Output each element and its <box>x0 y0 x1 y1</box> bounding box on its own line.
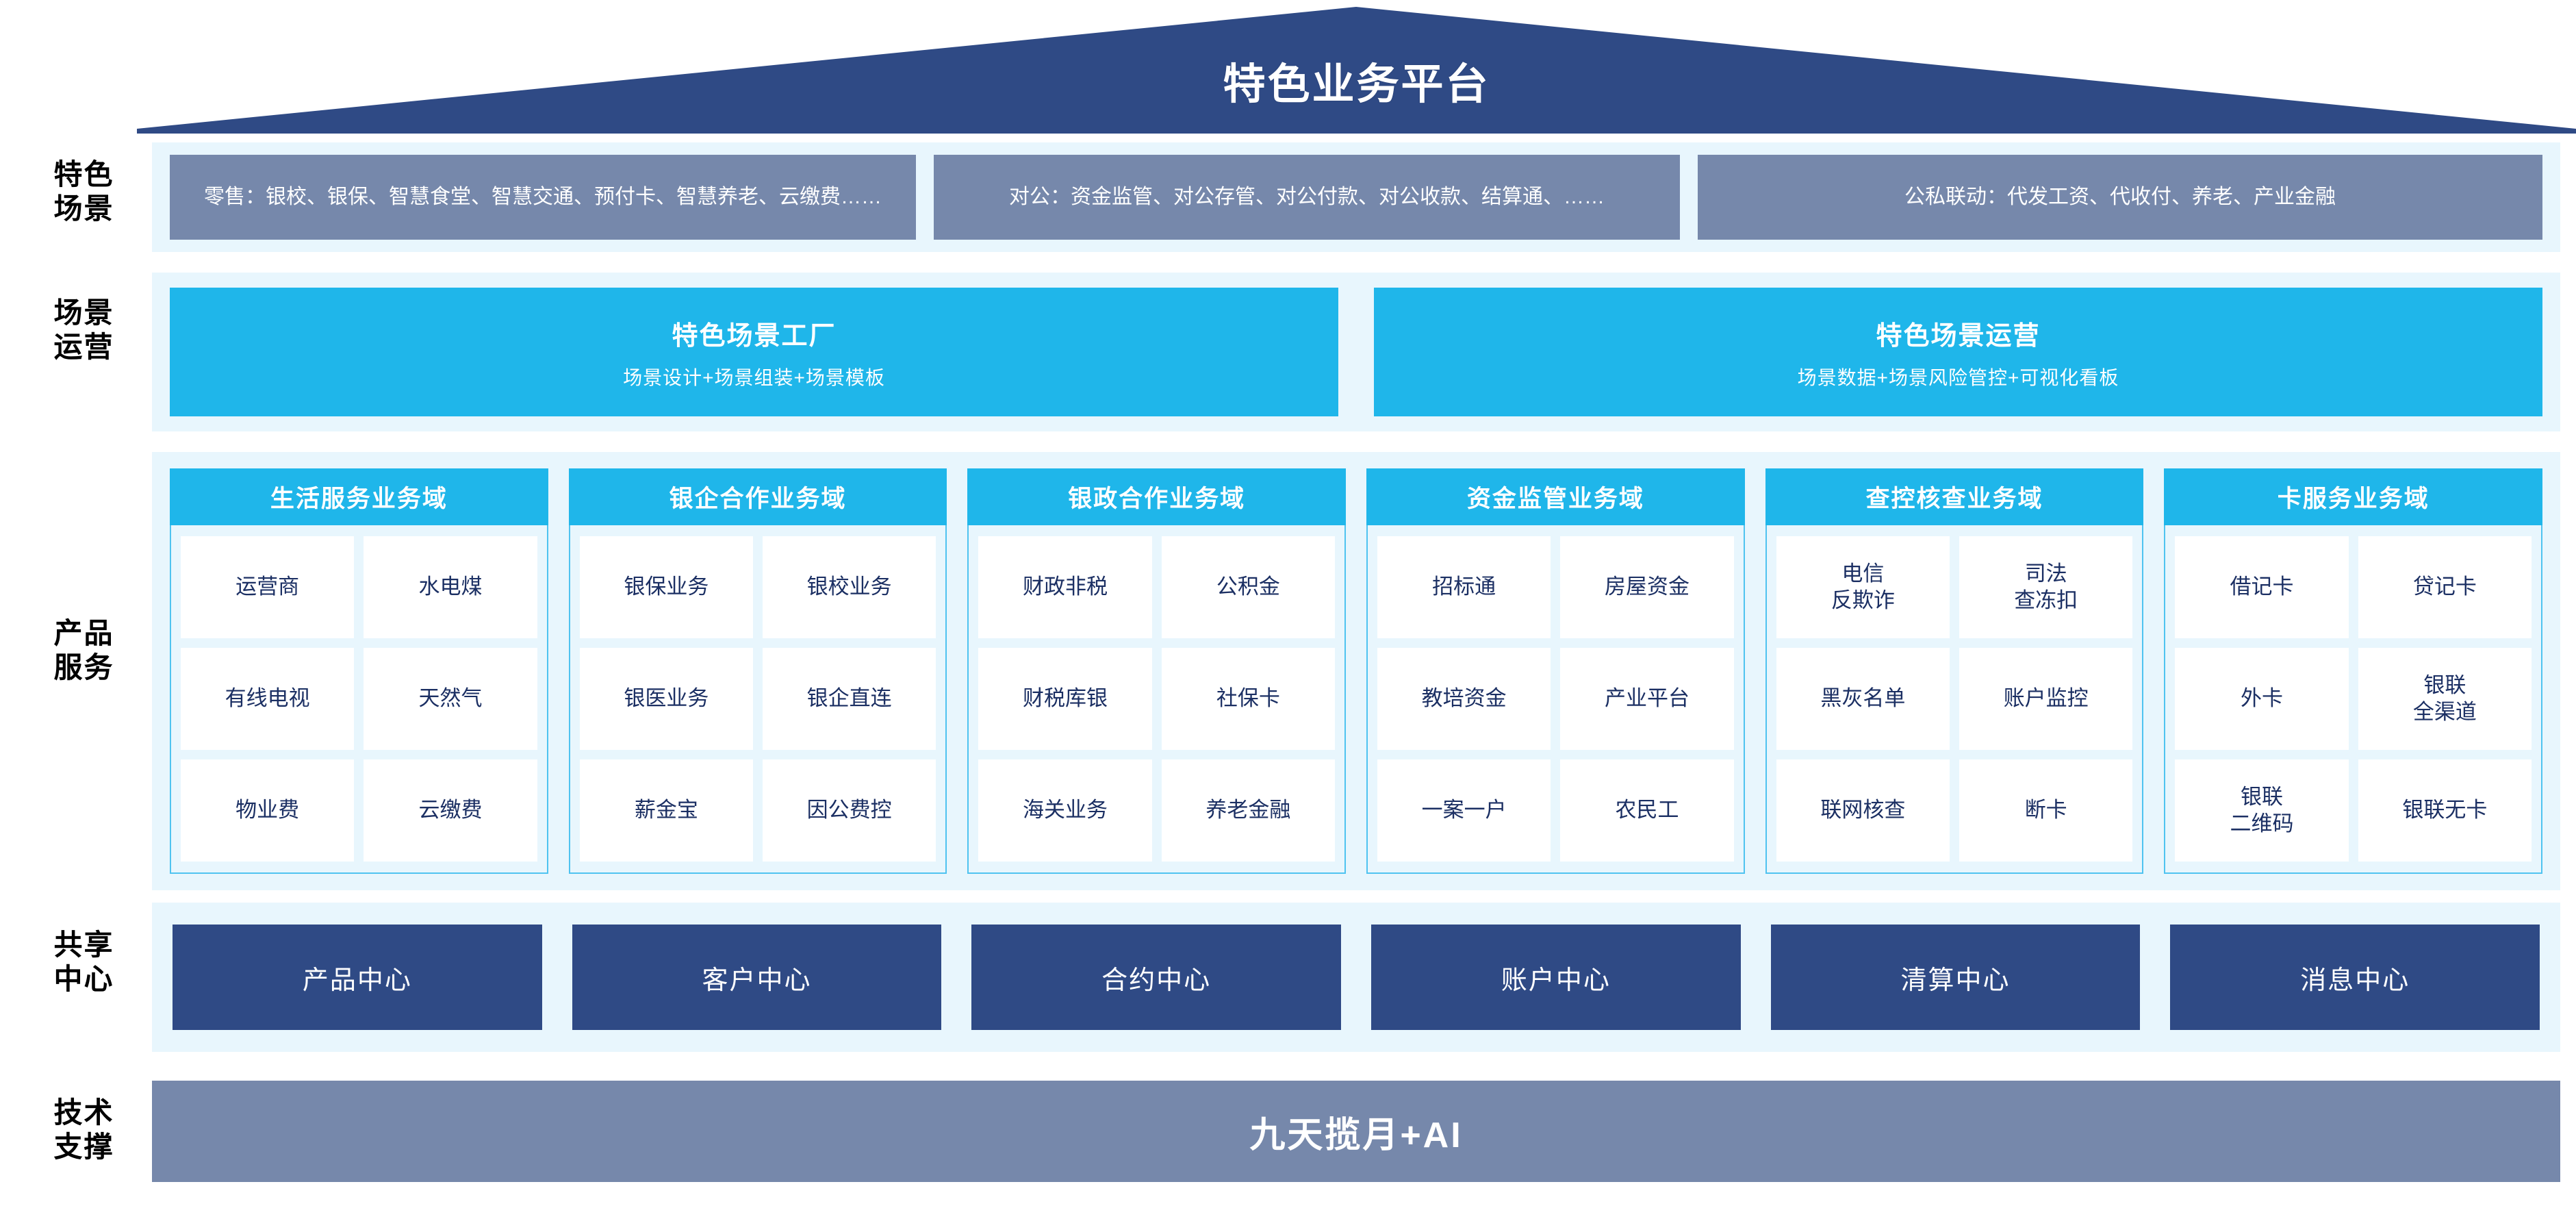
domain-tile[interactable]: 房屋资金 <box>1560 536 1734 638</box>
domain-grid-bank-enterprise: 银保业务 银校业务 银医业务 银企直连 薪金宝 因公费控 <box>570 525 946 872</box>
domain-tile[interactable]: 贷记卡 <box>2358 536 2532 638</box>
domain-grid-fund-supervision: 招标通 房屋资金 教培资金 产业平台 一案一户 农民工 <box>1368 525 1744 872</box>
rail-label-shared: 共享中心 <box>53 929 114 995</box>
domain-card-fund-supervision[interactable]: 资金监管业务域 招标通 房屋资金 教培资金 产业平台 一案一户 农民工 <box>1366 468 1745 874</box>
domain-tile[interactable]: 养老金融 <box>1161 759 1336 862</box>
domain-tile[interactable]: 财政非税 <box>978 536 1152 638</box>
operations-subtitle-scene-operation: 场景数据+场景风险管控+可视化看板 <box>1797 366 2119 388</box>
domain-title-investigation: 查控核查业务域 <box>1765 468 2144 525</box>
scene-band: 零售：银校、银保、智慧食堂、智慧交通、预付卡、智慧养老、云缴费…… 对公：资金监… <box>152 142 2560 252</box>
operations-title-scene-factory: 特色场景工厂 <box>672 321 837 351</box>
domain-title-bank-government: 银政合作业务域 <box>967 468 1347 525</box>
domain-title-bank-enterprise: 银企合作业务域 <box>568 468 947 525</box>
domain-card-bank-enterprise[interactable]: 银企合作业务域 银保业务 银校业务 银医业务 银企直连 薪金宝 因公费控 <box>568 468 947 874</box>
domain-tile[interactable]: 外卡 <box>2175 648 2349 750</box>
domain-tile[interactable]: 水电煤 <box>364 536 537 638</box>
rail-label-scene: 特色场景 <box>53 158 114 225</box>
rail-label-products: 产品服务 <box>53 617 114 683</box>
domain-tile[interactable]: 黑灰名单 <box>1776 648 1950 750</box>
shared-center-account[interactable]: 账户中心 <box>1371 925 1741 1030</box>
domain-tile[interactable]: 教培资金 <box>1377 648 1551 750</box>
domain-tile[interactable]: 一案一户 <box>1377 759 1551 862</box>
domain-title-life-service: 生活服务业务域 <box>170 468 548 525</box>
domain-tile[interactable]: 联网核查 <box>1776 759 1950 862</box>
domain-tile[interactable]: 司法查冻扣 <box>1959 536 2133 638</box>
products-row: 生活服务业务域 运营商 水电煤 有线电视 天然气 物业费 云缴费 银企合作业务域… <box>152 452 2560 890</box>
domain-tile[interactable]: 银联全渠道 <box>2358 648 2532 750</box>
domain-title-card-service: 卡服务业务域 <box>2164 468 2543 525</box>
operations-box-scene-factory[interactable]: 特色场景工厂 场景设计+场景组装+场景模板 <box>170 288 1338 416</box>
domain-tile[interactable]: 薪金宝 <box>579 759 753 862</box>
shared-center-message[interactable]: 消息中心 <box>2170 925 2540 1030</box>
rail-label-tech: 技术支撑 <box>53 1096 114 1163</box>
tech-support-band: 九天揽月+AI <box>152 1081 2560 1182</box>
domain-tile[interactable]: 银企直连 <box>763 648 936 750</box>
domain-tile[interactable]: 电信反欺诈 <box>1776 536 1950 638</box>
operations-subtitle-scene-factory: 场景设计+场景组装+场景模板 <box>623 366 885 388</box>
shared-center-contract[interactable]: 合约中心 <box>971 925 1342 1030</box>
shared-center-customer[interactable]: 客户中心 <box>572 925 942 1030</box>
platform-roof: 特色业务平台 <box>137 7 2576 134</box>
domain-tile[interactable]: 银联二维码 <box>2175 759 2349 862</box>
shared-center-band: 产品中心 客户中心 合约中心 账户中心 清算中心 消息中心 <box>152 903 2560 1052</box>
scene-box-retail[interactable]: 零售：银校、银保、智慧食堂、智慧交通、预付卡、智慧养老、云缴费…… <box>170 155 916 240</box>
domain-tile[interactable]: 农民工 <box>1560 759 1734 862</box>
domain-card-life-service[interactable]: 生活服务业务域 运营商 水电煤 有线电视 天然气 物业费 云缴费 <box>170 468 548 874</box>
domain-tile[interactable]: 有线电视 <box>181 648 355 750</box>
domain-tile[interactable]: 公积金 <box>1161 536 1336 638</box>
domain-grid-card-service: 借记卡 贷记卡 外卡 银联全渠道 银联二维码 银联无卡 <box>2165 525 2541 872</box>
roof-triangle-shape <box>137 7 2576 134</box>
operations-box-scene-operation[interactable]: 特色场景运营 场景数据+场景风险管控+可视化看板 <box>1374 288 2542 416</box>
shared-center-row: 产品中心 客户中心 合约中心 账户中心 清算中心 消息中心 <box>152 903 2560 1052</box>
domain-tile[interactable]: 产业平台 <box>1560 648 1734 750</box>
operations-title-scene-operation: 特色场景运营 <box>1876 321 2041 351</box>
scene-row: 零售：银校、银保、智慧食堂、智慧交通、预付卡、智慧养老、云缴费…… 对公：资金监… <box>152 142 2560 252</box>
domain-tile[interactable]: 银联无卡 <box>2358 759 2532 862</box>
domain-tile[interactable]: 银医业务 <box>579 648 753 750</box>
products-band: 生活服务业务域 运营商 水电煤 有线电视 天然气 物业费 云缴费 银企合作业务域… <box>152 452 2560 890</box>
domain-tile[interactable]: 断卡 <box>1959 759 2133 862</box>
domain-tile[interactable]: 招标通 <box>1377 536 1551 638</box>
domain-tile[interactable]: 账户监控 <box>1959 648 2133 750</box>
rail-label-operations: 场景运营 <box>53 297 114 363</box>
operations-band: 特色场景工厂 场景设计+场景组装+场景模板 特色场景运营 场景数据+场景风险管控… <box>152 273 2560 431</box>
domain-tile[interactable]: 因公费控 <box>763 759 936 862</box>
domain-tile[interactable]: 银校业务 <box>763 536 936 638</box>
domain-grid-bank-government: 财政非税 公积金 财税库银 社保卡 海关业务 养老金融 <box>969 525 1344 872</box>
domain-card-bank-government[interactable]: 银政合作业务域 财政非税 公积金 财税库银 社保卡 海关业务 养老金融 <box>967 468 1347 874</box>
domain-tile[interactable]: 海关业务 <box>978 759 1152 862</box>
domain-tile[interactable]: 云缴费 <box>364 759 537 862</box>
domain-tile[interactable]: 物业费 <box>181 759 355 862</box>
domain-title-fund-supervision: 资金监管业务域 <box>1366 468 1745 525</box>
domain-tile[interactable]: 运营商 <box>181 536 355 638</box>
shared-center-clearing[interactable]: 清算中心 <box>1770 925 2141 1030</box>
tech-support-label: 九天揽月+AI <box>1249 1115 1463 1155</box>
domain-tile[interactable]: 天然气 <box>364 648 537 750</box>
domain-grid-investigation: 电信反欺诈 司法查冻扣 黑灰名单 账户监控 联网核查 断卡 <box>1767 525 2143 872</box>
domain-tile[interactable]: 财税库银 <box>978 648 1152 750</box>
platform-title: 特色业务平台 <box>1223 60 1490 108</box>
domain-tile[interactable]: 社保卡 <box>1161 648 1336 750</box>
domain-card-investigation[interactable]: 查控核查业务域 电信反欺诈 司法查冻扣 黑灰名单 账户监控 联网核查 断卡 <box>1765 468 2144 874</box>
domain-grid-life-service: 运营商 水电煤 有线电视 天然气 物业费 云缴费 <box>171 525 547 872</box>
shared-center-product[interactable]: 产品中心 <box>173 925 542 1030</box>
domain-tile[interactable]: 借记卡 <box>2175 536 2349 638</box>
scene-box-corporate[interactable]: 对公：资金监管、对公存管、对公付款、对公收款、结算通、…… <box>934 155 1680 240</box>
domain-tile[interactable]: 银保业务 <box>579 536 753 638</box>
domain-card-card-service[interactable]: 卡服务业务域 借记卡 贷记卡 外卡 银联全渠道 银联二维码 银联无卡 <box>2164 468 2543 874</box>
scene-box-public-private[interactable]: 公私联动：代发工资、代收付、养老、产业金融 <box>1698 155 2542 240</box>
operations-row: 特色场景工厂 场景设计+场景组装+场景模板 特色场景运营 场景数据+场景风险管控… <box>152 273 2560 431</box>
